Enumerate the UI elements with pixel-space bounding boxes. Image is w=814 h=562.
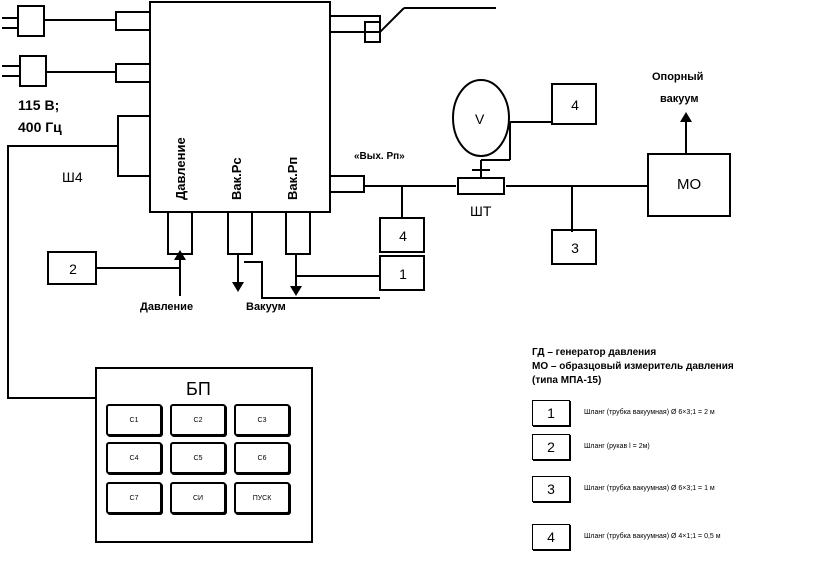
- port-label-pressure: Давление: [173, 137, 188, 200]
- pressure-label: Давление: [140, 301, 194, 313]
- bp-title: БП: [186, 379, 211, 399]
- ref-vacuum-label-2: вакуум: [660, 93, 699, 105]
- bp-button-c5[interactable]: С5: [170, 442, 226, 474]
- bp-cable: [7, 145, 118, 399]
- box-4-top: 4: [571, 97, 579, 113]
- bp-button-si[interactable]: СИ: [170, 482, 226, 514]
- vacuum-arrow-1: [232, 282, 244, 292]
- vacuum-arrow-2: [290, 286, 302, 296]
- port-label-vac-rp: Вак.Рп: [285, 156, 300, 200]
- tee-label: ШТ: [470, 203, 492, 219]
- sh4-label: Ш4: [62, 169, 83, 185]
- power-socket-2: [115, 63, 151, 83]
- box-2: 2: [69, 261, 77, 277]
- box-3: 3: [571, 240, 579, 256]
- bp-button-c3[interactable]: С3: [234, 404, 290, 436]
- box-4: 4: [399, 228, 407, 244]
- voltmeter-circle: [452, 79, 510, 157]
- bp-button-c1[interactable]: С1: [106, 404, 162, 436]
- port-label-vac-rc: Вак.Рс: [229, 157, 244, 200]
- legend-header-2: МО – образцовый измеритель давления: [532, 361, 734, 372]
- legend-text-4: Шланг (трубка вакуумная) Ø 4×1;1 = 0,5 м: [584, 533, 721, 540]
- legend-num-4: 4: [532, 524, 570, 550]
- mo-label: МО: [677, 176, 702, 193]
- legend-num-1: 1: [532, 400, 570, 426]
- legend-text-2: Шланг (рукав l = 2м): [584, 443, 650, 450]
- bp-button-c4[interactable]: С4: [106, 442, 162, 474]
- power-plug-2: [19, 55, 47, 87]
- bp-button-c2[interactable]: С2: [170, 404, 226, 436]
- power-label-2: 400 Гц: [18, 119, 62, 135]
- legend-text-3: Шланг (трубка вакуумная) Ø 6×3;1 = 1 м: [584, 485, 715, 492]
- legend-num-2: 2: [532, 434, 570, 460]
- power-plug-1: [17, 5, 45, 37]
- ref-vacuum-arrow: [680, 112, 692, 122]
- legend-header-3: (типа МПА-15): [532, 375, 602, 386]
- bp-button-start[interactable]: ПУСК: [234, 482, 290, 514]
- mo-box: [647, 153, 731, 217]
- bp-button-c7[interactable]: С7: [106, 482, 162, 514]
- top-right-connector: [329, 15, 381, 33]
- tee-body: [457, 177, 505, 195]
- pressure-arrow-up: [174, 250, 186, 260]
- box-1: 1: [399, 266, 407, 282]
- bp-button-c6[interactable]: С6: [234, 442, 290, 474]
- power-label-1: 115 В;: [18, 97, 60, 113]
- vacuum-label: Вакуум: [246, 301, 286, 313]
- bp-panel: [95, 367, 313, 543]
- power-socket-1: [115, 11, 151, 31]
- legend-num-3: 3: [532, 476, 570, 502]
- legend-header-1: ГД – генератор давления: [532, 347, 657, 358]
- ref-vacuum-label-1: Опорный: [652, 71, 704, 83]
- output-label: «Вых. Рп»: [354, 151, 405, 162]
- voltmeter-label: V: [475, 111, 485, 127]
- legend-text-1: Шланг (трубка вакуумная) Ø 6×3;1 = 2 м: [584, 409, 715, 416]
- sh4-connector: [117, 115, 151, 177]
